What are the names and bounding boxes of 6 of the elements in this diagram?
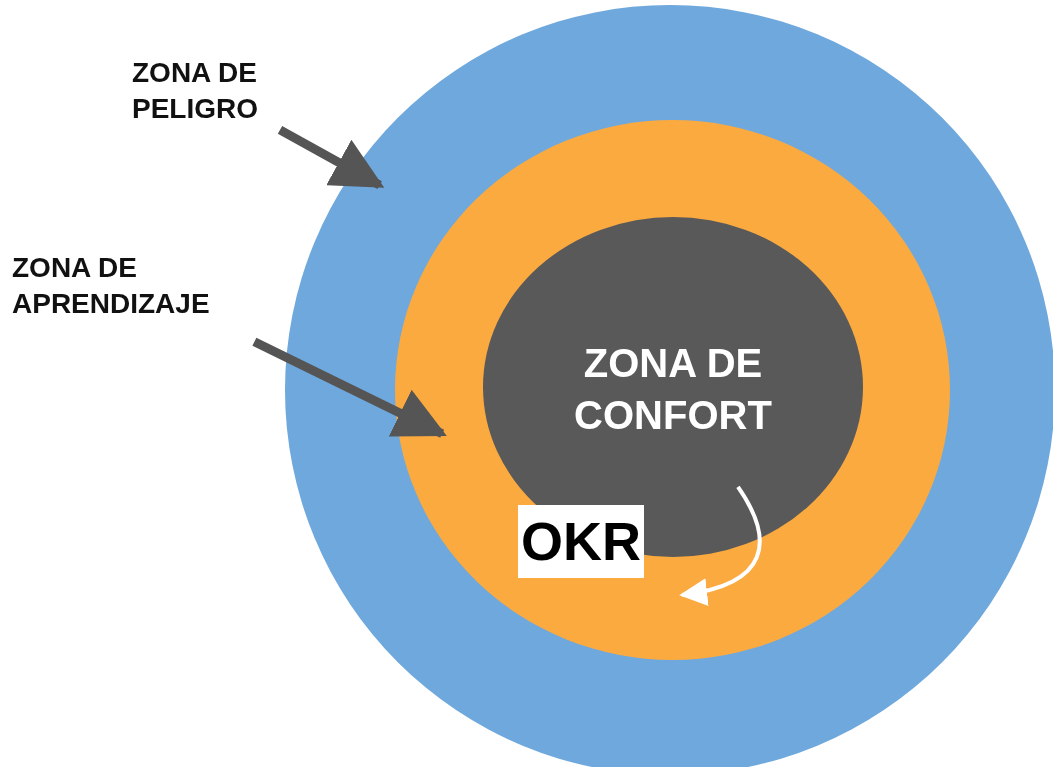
zone-label: ZONA DE APRENDIZAJE — [12, 251, 211, 322]
text-label: OKR — [518, 505, 644, 578]
arrow — [679, 485, 762, 605]
zone-label: ZONA DE PELIGRO — [132, 56, 259, 127]
zone-title: ZONA DE CONFORT — [573, 340, 773, 439]
arrow — [277, 125, 385, 190]
